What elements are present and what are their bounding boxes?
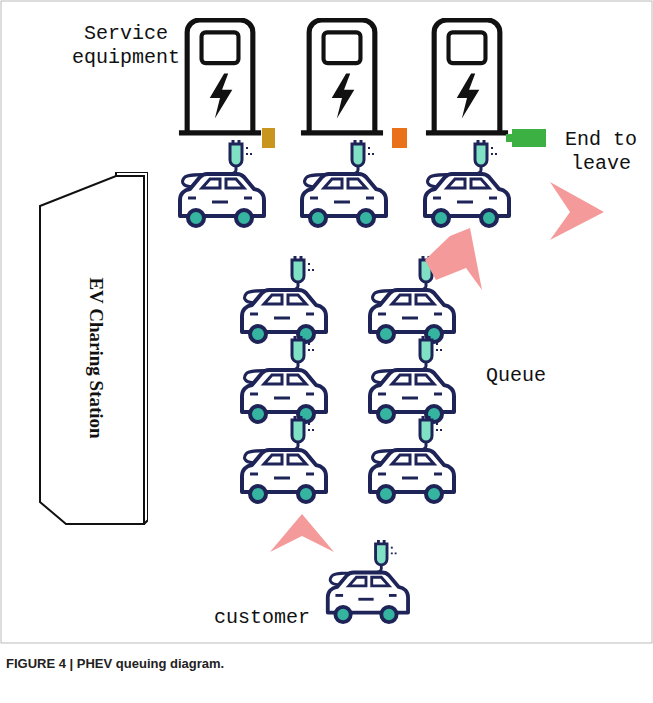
battery-indicator [262,128,275,148]
equipment-label: Service equipment [64,22,188,70]
leave-arrow [550,182,604,240]
car [302,138,386,226]
car [180,138,264,226]
charger [179,20,261,133]
customer-label: customer [214,606,318,630]
car [370,334,454,422]
charger [426,20,508,133]
queue-label: Queue [486,364,566,388]
figure-caption: FIGURE 4 | PHEV queuing diagram. [6,656,224,671]
car [242,334,326,422]
battery-indicator [392,128,407,148]
car [425,138,509,226]
sign-text: EV Charing Station [85,277,107,438]
car [242,414,326,502]
station-sign: EV Charing Station [36,172,148,528]
battery-indicator [512,129,546,147]
enter-charger-arrow [425,228,482,290]
car [328,538,408,622]
battery-tip [506,134,512,142]
car [370,414,454,502]
car [242,254,326,342]
entry-arrow [270,514,334,552]
leave-label: End to leave [552,128,650,176]
charger [301,20,383,133]
